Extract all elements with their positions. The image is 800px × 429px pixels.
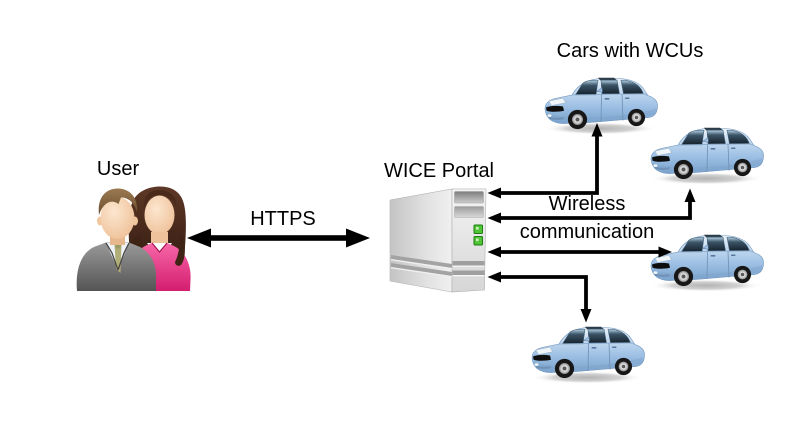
man-hair [98, 188, 138, 215]
server-front-vent-stripes [452, 261, 485, 277]
man-suit-lapels [105, 242, 130, 271]
server-led-glint [476, 238, 479, 242]
portal-car1-arrow [487, 123, 603, 199]
arrowhead-right [346, 228, 370, 248]
https-label: HTTPS [250, 208, 316, 230]
wireless-communication-label: Wireless communication [487, 190, 687, 246]
portal-car4-arrow [487, 271, 592, 323]
arrowhead-down [580, 309, 592, 323]
man-face [100, 197, 135, 239]
arrowhead-up [684, 188, 696, 202]
wireless-label-line2: communication [519, 221, 655, 243]
arrowhead-left [487, 212, 501, 224]
server-side-vent-stripes [391, 255, 452, 278]
arrowhead-left [487, 187, 501, 199]
portal-car3-arrow [487, 246, 672, 258]
car-icon-1 [543, 77, 658, 136]
user-icon [76, 186, 191, 291]
arrow-line [500, 275, 588, 309]
server-drive-bay-2 [454, 206, 484, 218]
user-label: User [96, 158, 140, 180]
arrowhead-left [487, 246, 501, 258]
woman-jacket-lapels [151, 242, 168, 253]
arrowhead-up [591, 123, 603, 137]
arrowhead-left [187, 228, 211, 248]
arrow-line [500, 201, 692, 220]
server-icon [389, 188, 487, 293]
woman-hair-front [143, 190, 177, 210]
wireless-label-line1: Wireless [548, 193, 626, 215]
woman-face [144, 195, 175, 235]
https-arrow [187, 228, 370, 248]
arrowhead-right [658, 246, 672, 258]
server-drive-bay-1 [454, 191, 484, 204]
car-icon-2 [649, 127, 764, 186]
car-icon-4 [530, 326, 645, 385]
arrow-line [500, 136, 599, 195]
server-side-panel [389, 188, 453, 293]
woman-hair-strand-right [175, 236, 185, 266]
wice-portal-label: WICE Portal [383, 160, 495, 182]
portal-car2-arrow [487, 188, 696, 224]
arrowhead-left [487, 271, 501, 283]
server-led-glint [476, 227, 479, 230]
cars-with-wcus-label: Cars with WCUs [556, 40, 704, 62]
https-arrow-shaft [208, 235, 349, 241]
man-figure [76, 188, 157, 291]
